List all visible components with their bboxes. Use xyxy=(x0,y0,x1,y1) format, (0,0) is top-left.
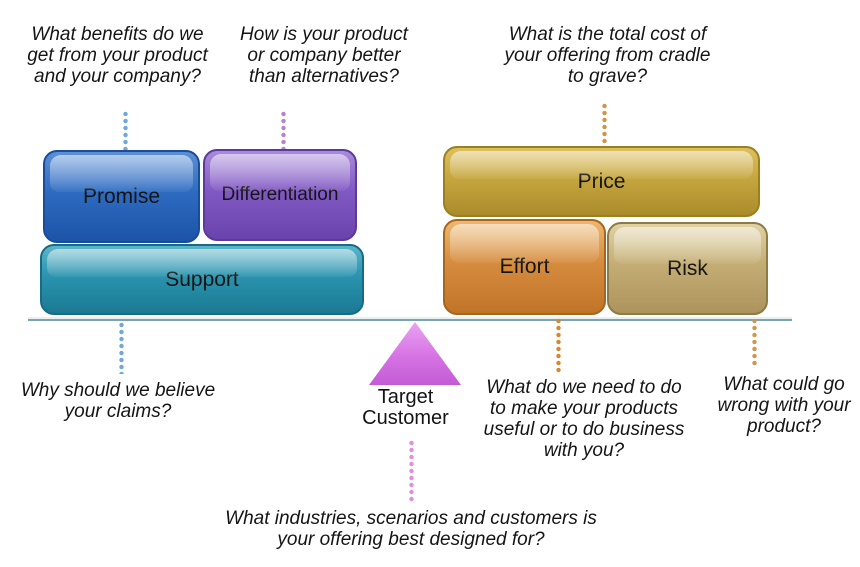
target-customer-label: Target Customer xyxy=(362,386,449,429)
dotted-connector-differentiation xyxy=(281,111,286,150)
box-support: Support xyxy=(40,244,364,315)
dotted-connector-target xyxy=(409,440,414,502)
question-effort: What do we need to do to make your produ… xyxy=(483,377,685,461)
dotted-connector-effort xyxy=(556,318,561,373)
question-risk: What could go wrong with your product? xyxy=(717,374,851,437)
box-risk: Risk xyxy=(607,222,768,315)
question-support: Why should we believe your claims? xyxy=(20,380,216,422)
box-promise: Promise xyxy=(43,150,200,243)
box-effort: Effort xyxy=(443,219,606,315)
box-differentiation: Differentiation xyxy=(203,149,357,241)
dotted-connector-promise xyxy=(123,111,128,151)
question-differentiation: How is your product or company better th… xyxy=(240,24,408,87)
question-promise: What benefits do we get from your produc… xyxy=(27,24,208,87)
box-price: Price xyxy=(443,146,760,217)
question-price: What is the total cost of your offering … xyxy=(504,24,711,87)
dotted-connector-price xyxy=(602,103,607,147)
dotted-connector-risk xyxy=(752,318,757,368)
question-target-customer: What industries, scenarios and customers… xyxy=(225,508,597,550)
fulcrum-triangle-icon xyxy=(369,322,461,385)
balance-beam xyxy=(28,317,792,321)
dotted-connector-support xyxy=(119,322,124,374)
